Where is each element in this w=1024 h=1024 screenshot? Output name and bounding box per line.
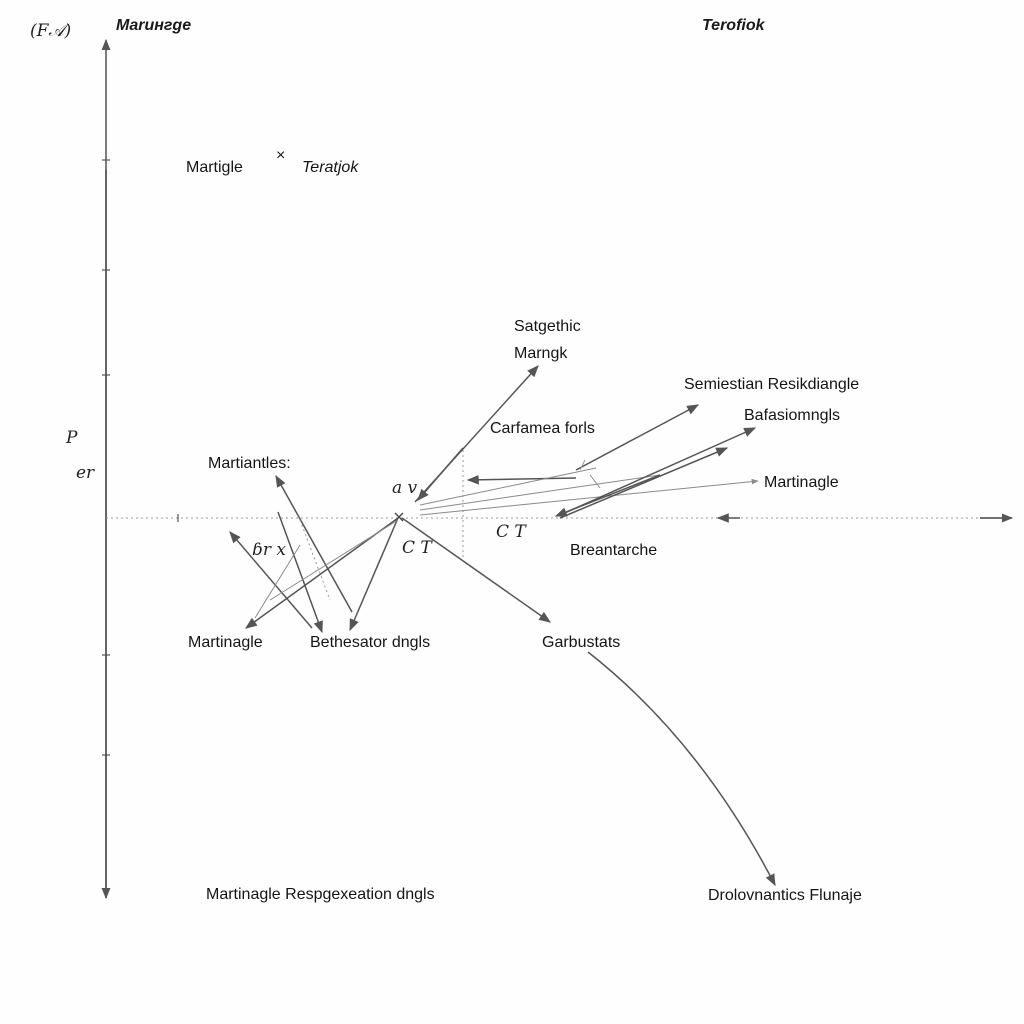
label-bethesator: Bethesator dngls bbox=[310, 634, 430, 651]
arrow-martiantles bbox=[275, 474, 353, 613]
label-breantarche: Breantarche bbox=[570, 542, 657, 559]
left-thin-2 bbox=[269, 519, 399, 601]
axis-label-er: er bbox=[76, 463, 95, 483]
label-gryx: ɓr x bbox=[252, 540, 286, 560]
label-bottom-left: Martinagle Respgexeation dngls bbox=[206, 886, 435, 903]
header-symbol: (F𝒜) bbox=[30, 21, 71, 41]
fan-line-2 bbox=[419, 474, 661, 511]
label-bottom-right: Drolovnantics Flunaje bbox=[708, 887, 862, 904]
label-satgethic: Satgethic bbox=[514, 318, 581, 335]
label-martiantles: Martiantles: bbox=[208, 455, 291, 472]
arrow-semiestian bbox=[575, 404, 700, 471]
arrow-left-down bbox=[277, 511, 323, 634]
header-right-title: Terofiok bbox=[702, 17, 766, 34]
label-ct-2: C T bbox=[496, 522, 527, 542]
arrow-short-back bbox=[417, 447, 464, 501]
left-thin-1 bbox=[254, 544, 301, 619]
arrow-left-up bbox=[229, 531, 313, 629]
label-garbustats: Garbustats bbox=[542, 634, 620, 651]
label-teratjok: Teratjok bbox=[302, 159, 359, 176]
label-ct-1: C T bbox=[402, 538, 433, 558]
arrow-carfamea-back bbox=[466, 475, 577, 485]
arrow-return bbox=[554, 474, 661, 517]
label-carfamea: Carfamea forls bbox=[490, 420, 595, 437]
label-martigle: Martigle bbox=[186, 159, 243, 176]
arrow-martinagle-right bbox=[419, 478, 759, 516]
arrow-drolovnantics bbox=[587, 651, 776, 887]
arrow-bethesator bbox=[349, 517, 399, 632]
arrow-mid-right bbox=[559, 447, 729, 519]
label-bafasiomngls: Bafasiomngls bbox=[744, 407, 840, 424]
label-av: a v bbox=[392, 478, 418, 498]
tick-mark bbox=[579, 459, 586, 471]
label-marngk: Marngk bbox=[514, 345, 568, 362]
fan-line-1 bbox=[419, 467, 597, 506]
label-semiestian: Semiestian Resikdiangle bbox=[684, 376, 859, 393]
arrow-bafasiomngls bbox=[557, 427, 757, 517]
label-cross: × bbox=[276, 147, 285, 164]
header-left-title: Marингge bbox=[116, 17, 191, 34]
label-martinagle-left: Martinagle bbox=[188, 634, 263, 651]
label-martinagle-right: Martinagle bbox=[764, 474, 839, 491]
arrow-garbustats bbox=[401, 517, 551, 623]
axis-label-p: P bbox=[65, 428, 78, 448]
fan-tick bbox=[589, 474, 601, 489]
left-dotted bbox=[299, 519, 331, 601]
